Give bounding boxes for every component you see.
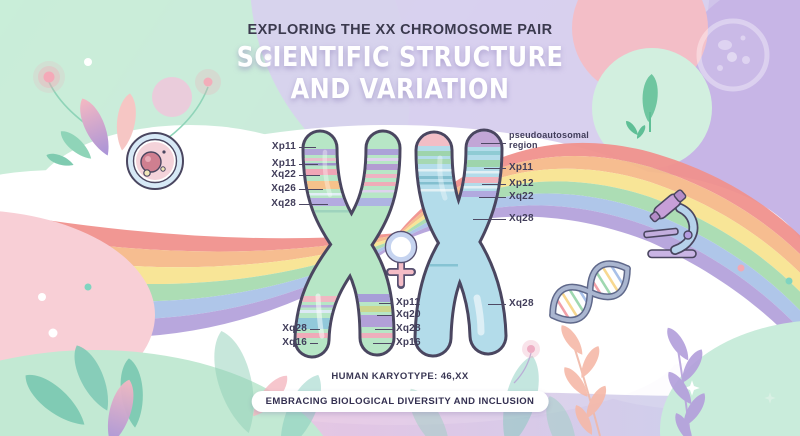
label-connector — [299, 189, 323, 191]
kicker-text: EXPLORING THE XX CHROMOSOME PAIR — [247, 22, 553, 38]
band-label: pseudoautosomal region — [509, 130, 590, 150]
chromosome-right — [413, 126, 508, 358]
label-connector — [299, 147, 316, 149]
label-connector — [479, 197, 506, 199]
branch-purple — [662, 324, 710, 436]
chromosome-right-bands — [414, 126, 507, 267]
page-title: SCIENTIFIC STRUCTURE AND VARIATION — [0, 40, 800, 106]
petri-dish-icon — [696, 18, 770, 92]
dna-helix-icon — [549, 260, 631, 324]
band-label: Xq28 — [396, 323, 421, 334]
label-connector — [299, 164, 318, 166]
band-label: Xq28 — [271, 198, 296, 209]
band-label: Xp12 — [509, 178, 534, 189]
label-connector — [484, 168, 506, 170]
band-label: Xq16 — [282, 337, 307, 348]
band-label: Xq28 — [509, 298, 534, 309]
label-connector — [375, 329, 393, 331]
band-label: Xq28 — [509, 213, 534, 224]
cell-icon — [126, 132, 184, 190]
flower-icon — [33, 61, 221, 139]
female-symbol-icon — [384, 230, 418, 289]
band-label: Xq22 — [271, 169, 296, 180]
title-line-2: AND VARIATION — [290, 72, 510, 105]
leaf-icon — [623, 73, 660, 141]
band-label: Xp11 — [396, 297, 421, 308]
band-label: Xp11 — [509, 162, 534, 173]
banner-pill: EMBRACING BIOLOGICAL DIVERSITY AND INCLU… — [251, 391, 549, 412]
microscope-icon — [643, 189, 699, 259]
label-connector — [379, 303, 393, 305]
label-connector — [473, 219, 506, 221]
label-connector — [377, 315, 393, 317]
band-label: Xq20 — [396, 309, 421, 320]
label-connector — [482, 184, 506, 186]
chromosome-left-bands — [292, 149, 404, 338]
label-connector — [310, 343, 318, 345]
band-label: Xq22 — [509, 191, 534, 202]
band-label: Xq28 — [282, 323, 307, 334]
label-connector — [481, 143, 506, 145]
label-connector — [310, 329, 320, 331]
decor-dots — [38, 53, 793, 404]
band-label: Xp11 — [271, 158, 296, 169]
band-label: Xq26 — [271, 183, 296, 194]
label-connector — [488, 304, 506, 306]
label-connector — [299, 204, 328, 206]
karyotype-text: HUMAN KARYOTYPE: 46,XX — [331, 371, 469, 382]
chromosome-left — [292, 129, 404, 359]
label-connector — [299, 175, 320, 177]
flower-icon-small — [513, 340, 540, 384]
title-line-1: SCIENTIFIC STRUCTURE — [236, 40, 564, 73]
band-label: Xp11 — [271, 141, 296, 152]
label-connector — [373, 343, 393, 345]
branch-peach — [557, 322, 611, 436]
band-label: Xp16 — [396, 337, 421, 348]
